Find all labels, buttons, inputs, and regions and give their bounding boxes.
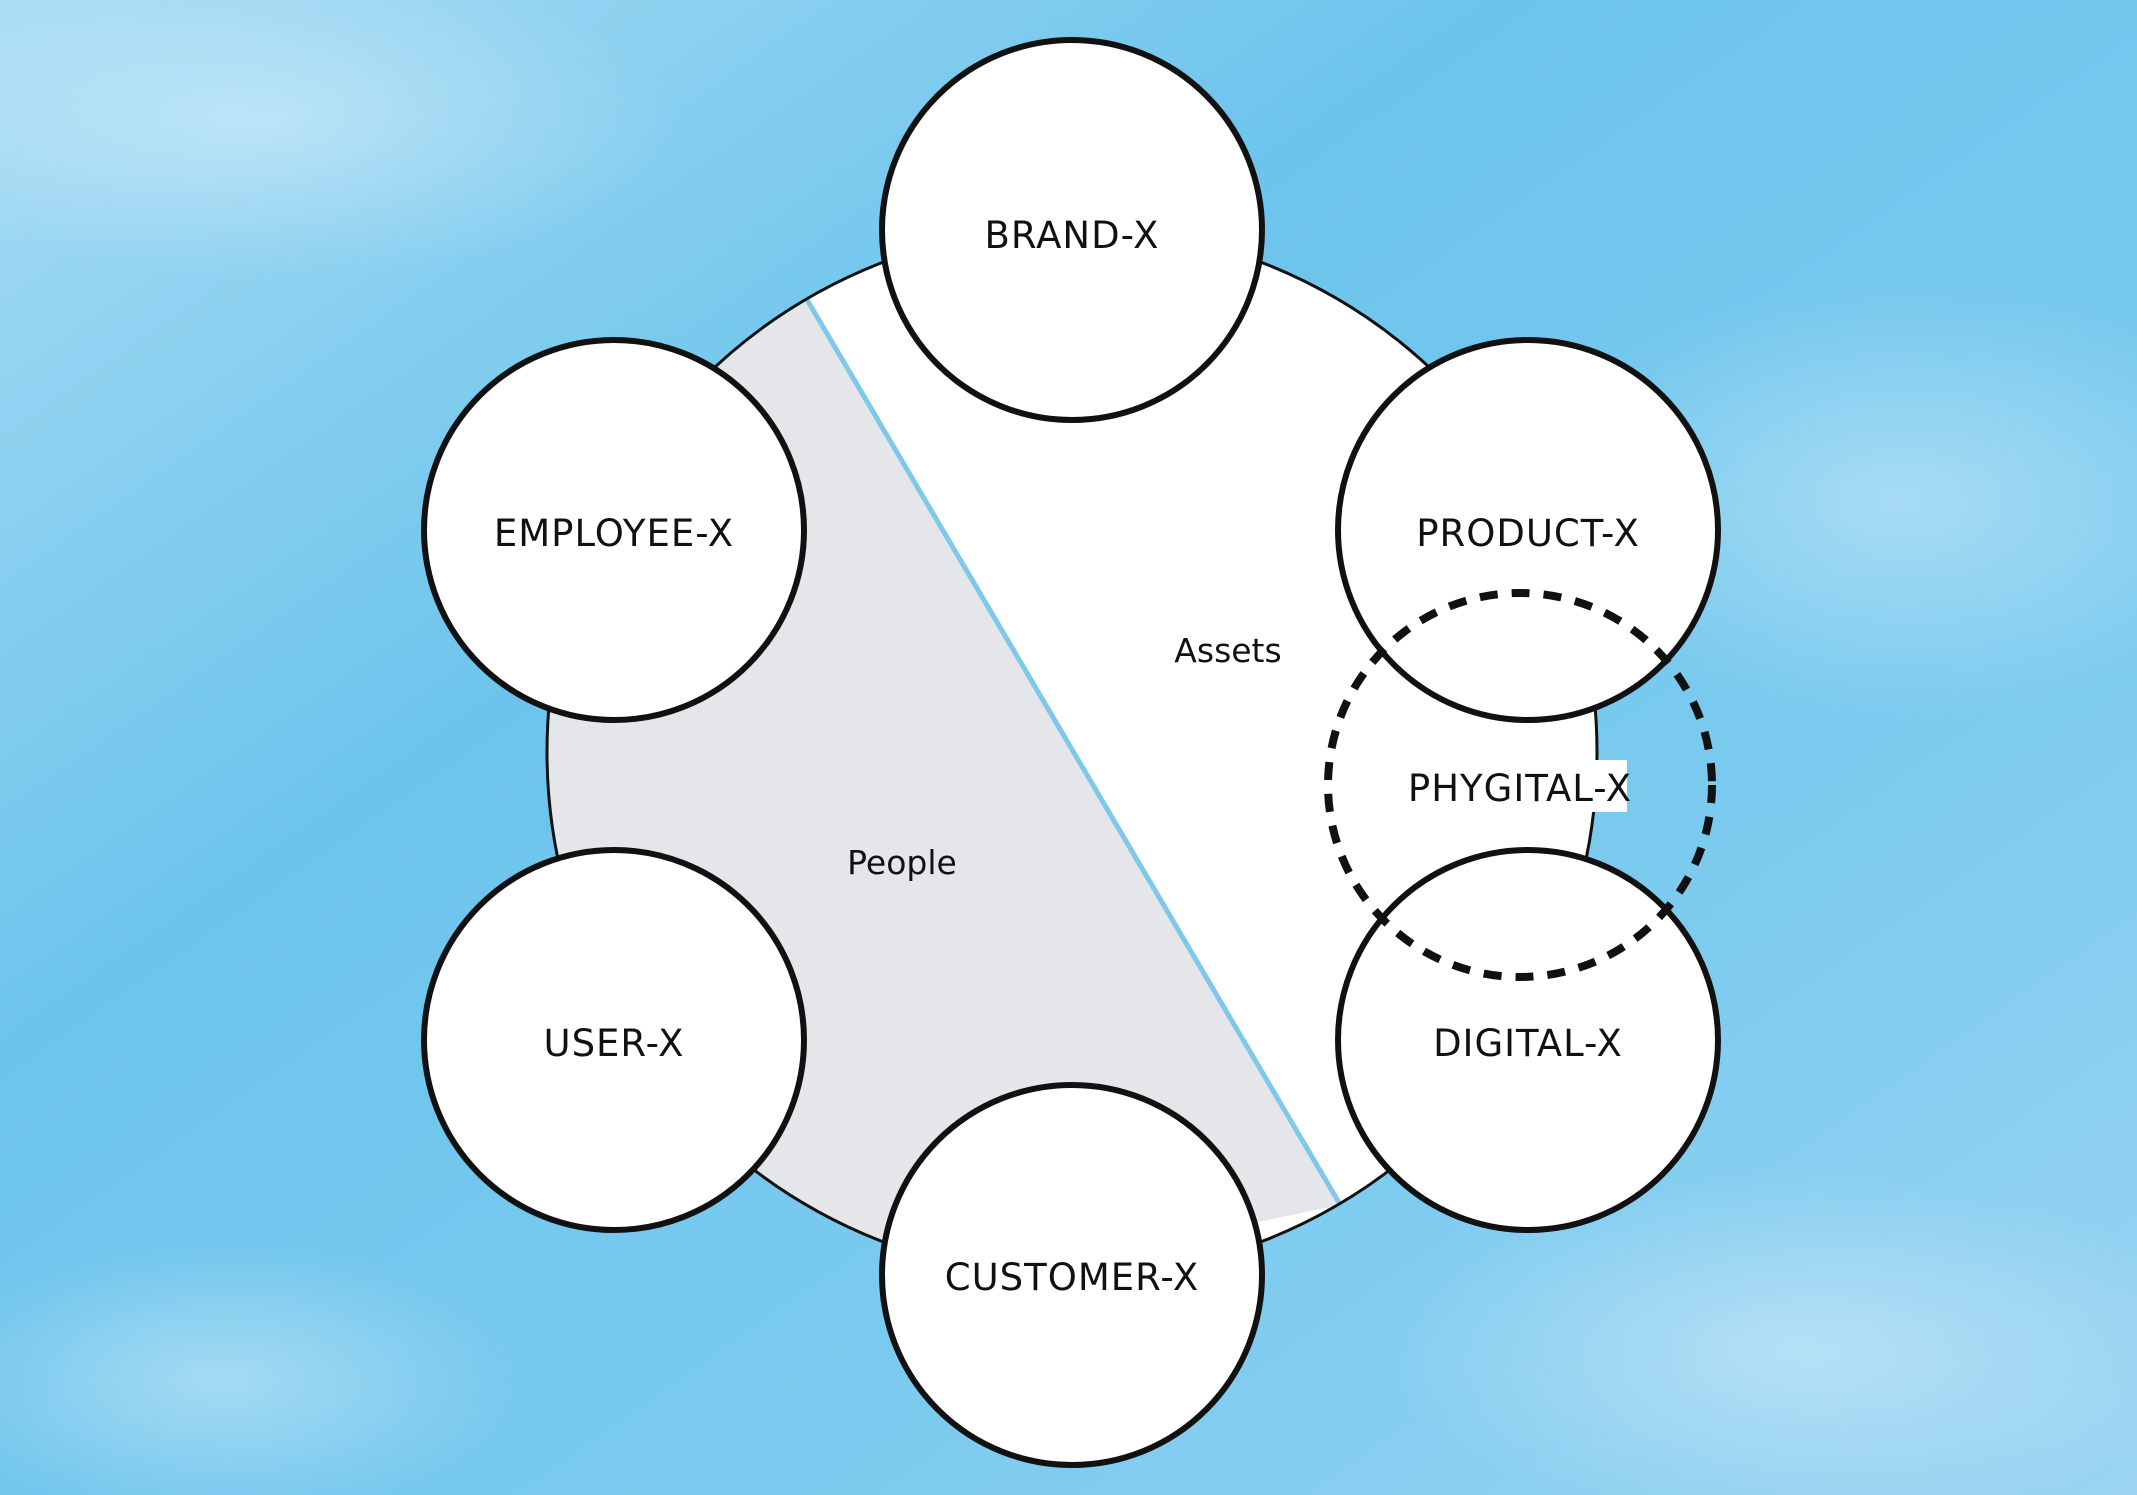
phygital-label-backdrop bbox=[1405, 760, 1627, 812]
node-customer[interactable]: CUSTOMER-X bbox=[879, 1082, 1265, 1468]
node-brand-label: BRAND-X bbox=[985, 214, 1160, 257]
node-digital[interactable]: DIGITAL-X bbox=[1335, 847, 1721, 1233]
cloud-wisp bbox=[0, 1240, 520, 1495]
people-region-label: People bbox=[847, 843, 957, 882]
node-employee[interactable]: EMPLOYEE-X bbox=[421, 337, 807, 723]
node-user-label: USER-X bbox=[543, 1022, 684, 1065]
people-assets-divider bbox=[803, 296, 1344, 1208]
node-phygital[interactable]: PHYGITAL-X bbox=[1324, 589, 1716, 981]
cloud-wisp bbox=[1380, 1170, 2137, 1495]
node-employee-label: EMPLOYEE-X bbox=[494, 512, 734, 555]
node-user[interactable]: USER-X bbox=[421, 847, 807, 1233]
node-customer-label: CUSTOMER-X bbox=[945, 1256, 1200, 1299]
phygital-dashed-circle bbox=[1324, 589, 1716, 981]
node-product[interactable]: PRODUCT-X bbox=[1335, 337, 1721, 723]
node-phygital-label: PHYGITAL-X bbox=[1408, 767, 1632, 810]
node-brand[interactable]: BRAND-X bbox=[879, 37, 1265, 423]
assets-region-label: Assets bbox=[1174, 631, 1281, 670]
cloud-wisp bbox=[0, 0, 680, 280]
node-product-label: PRODUCT-X bbox=[1416, 512, 1640, 555]
node-digital-label: DIGITAL-X bbox=[1433, 1022, 1623, 1065]
